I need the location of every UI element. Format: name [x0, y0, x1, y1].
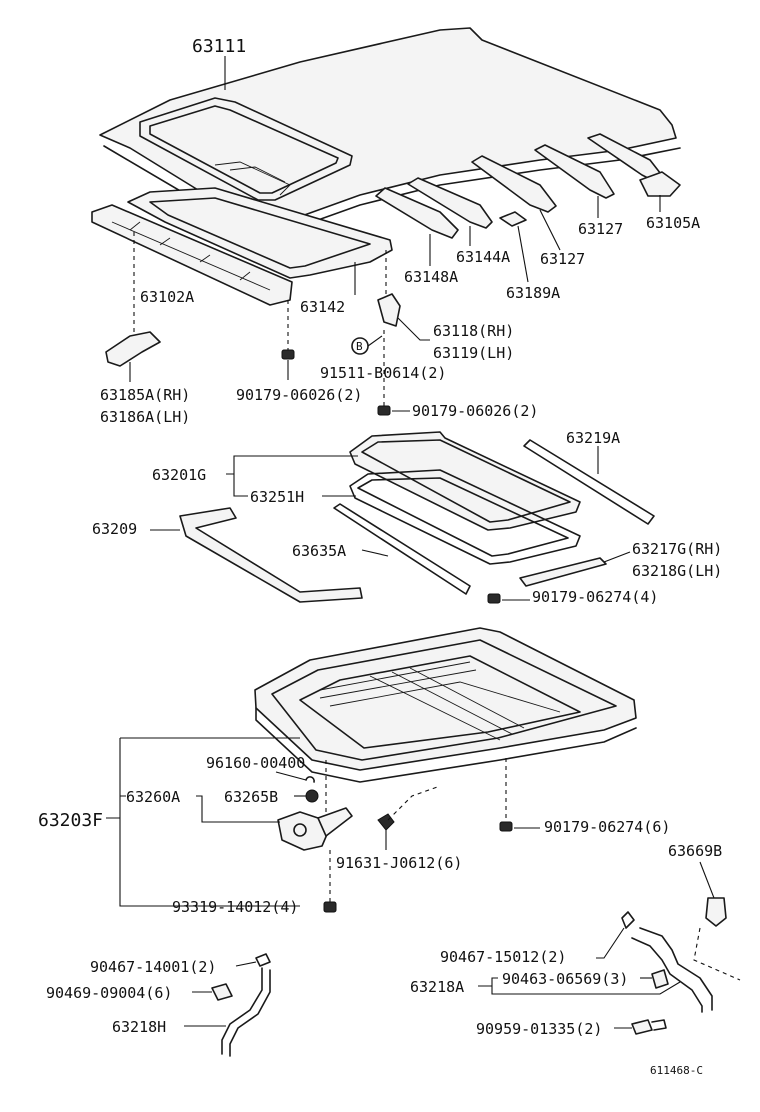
label-93319: 93319-14012(4)	[172, 898, 298, 916]
leader-90467-b	[596, 927, 625, 959]
label-91631: 91631-J0612(6)	[336, 854, 462, 872]
nut-90179-a	[281, 349, 295, 360]
front-reinforcement	[91, 204, 293, 306]
bolt-91631	[377, 813, 395, 831]
label-63142: 63142	[300, 298, 345, 316]
label-63148A: 63148A	[404, 268, 458, 286]
bolt-93319	[323, 901, 337, 913]
bracket-63185A	[105, 331, 161, 367]
leader-63189A	[517, 225, 529, 283]
label-96160: 96160-00400	[206, 754, 305, 772]
label-90179-c: 90179-06274(4)	[532, 588, 658, 606]
clip-90959	[631, 1019, 653, 1035]
sunroof-reinforcement-frame	[127, 187, 393, 279]
label-91511: 91511-B0614(2)	[320, 364, 446, 382]
leader-63201G	[226, 455, 358, 497]
leader-63260A	[196, 795, 280, 823]
label-63127-b: 63127	[540, 250, 585, 268]
clip-63189A	[499, 211, 527, 227]
grommet-63669B	[705, 897, 727, 927]
label-90959: 90959-01335(2)	[476, 1020, 602, 1038]
drive-motor	[277, 807, 353, 851]
label-63219A: 63219A	[566, 429, 620, 447]
clip-90469	[211, 983, 233, 1001]
label-63105A: 63105A	[646, 214, 700, 232]
hose-63218H	[221, 967, 263, 1055]
clip-90463	[651, 969, 669, 989]
label-63265B: 63265B	[224, 788, 278, 806]
label-63260A: 63260A	[126, 788, 180, 806]
label-63635A: 63635A	[292, 542, 346, 560]
leader-63217G	[603, 551, 631, 563]
b-badge-letter: B	[356, 340, 363, 353]
clip-90467-b	[621, 911, 635, 929]
label-63189A: 63189A	[506, 284, 560, 302]
nut-90179-b	[377, 405, 391, 416]
label-90463: 90463-06569(3)	[502, 970, 628, 988]
leader-63127-b	[539, 209, 561, 251]
clip-90467-a	[255, 953, 271, 967]
leader-63635A	[361, 549, 389, 557]
label-63218A: 63218A	[410, 978, 464, 996]
label-63127-a: 63127	[578, 220, 623, 238]
label-90467-a: 90467-14001(2)	[90, 958, 216, 976]
hose-63218H-inner	[229, 969, 271, 1057]
label-63118: 63118(RH)	[433, 322, 514, 340]
guide-63217G	[519, 557, 607, 587]
label-90179-d: 90179-06274(6)	[544, 818, 670, 836]
strip-63635A	[333, 503, 471, 595]
label-90179-a: 90179-06026(2)	[236, 386, 362, 404]
clip-90959-tip	[651, 1019, 667, 1031]
leader-63218A	[478, 977, 681, 995]
leader-63118	[397, 317, 430, 341]
label-63186A: 63186A(LH)	[100, 408, 190, 426]
label-63102A: 63102A	[140, 288, 194, 306]
gear-63265B	[305, 789, 319, 803]
leader-90467-a	[235, 961, 257, 967]
strip-63219A	[523, 439, 655, 525]
clip-96160	[305, 776, 315, 783]
nut-90179-c	[487, 593, 501, 604]
hose-63218A	[639, 927, 713, 1011]
label-90467-b: 90467-15012(2)	[440, 948, 566, 966]
label-63111: 63111	[192, 36, 246, 57]
hose-63218A-inner	[631, 937, 703, 1013]
label-63203F: 63203F	[38, 810, 103, 831]
nut-90179-d	[499, 821, 513, 832]
label-63185A: 63185A(RH)	[100, 386, 190, 404]
wind-deflector	[179, 507, 363, 603]
label-63217G: 63217G(RH)	[632, 540, 722, 558]
leader-b	[367, 335, 383, 347]
reference-code: 611468-C	[650, 1064, 703, 1077]
label-63209: 63209	[92, 520, 137, 538]
bracket-63118	[377, 293, 401, 327]
glass-weatherstrip	[349, 469, 581, 565]
sunroof-housing	[254, 627, 637, 783]
label-63119: 63119(LH)	[433, 344, 514, 362]
label-63201G: 63201G	[152, 466, 206, 484]
label-63218G: 63218G(LH)	[632, 562, 722, 580]
dash-63669B	[693, 927, 741, 981]
roof-bows	[375, 133, 681, 239]
label-63251H: 63251H	[250, 488, 304, 506]
label-90469: 90469-09004(6)	[46, 984, 172, 1002]
leader-63669B	[699, 861, 715, 899]
label-63218H: 63218H	[112, 1018, 166, 1036]
dash-91631	[387, 785, 441, 821]
leader-63203F	[106, 737, 300, 907]
label-90179-b: 90179-06026(2)	[412, 402, 538, 420]
label-63144A: 63144A	[456, 248, 510, 266]
label-63669B: 63669B	[668, 842, 722, 860]
leader-96160	[275, 771, 307, 781]
